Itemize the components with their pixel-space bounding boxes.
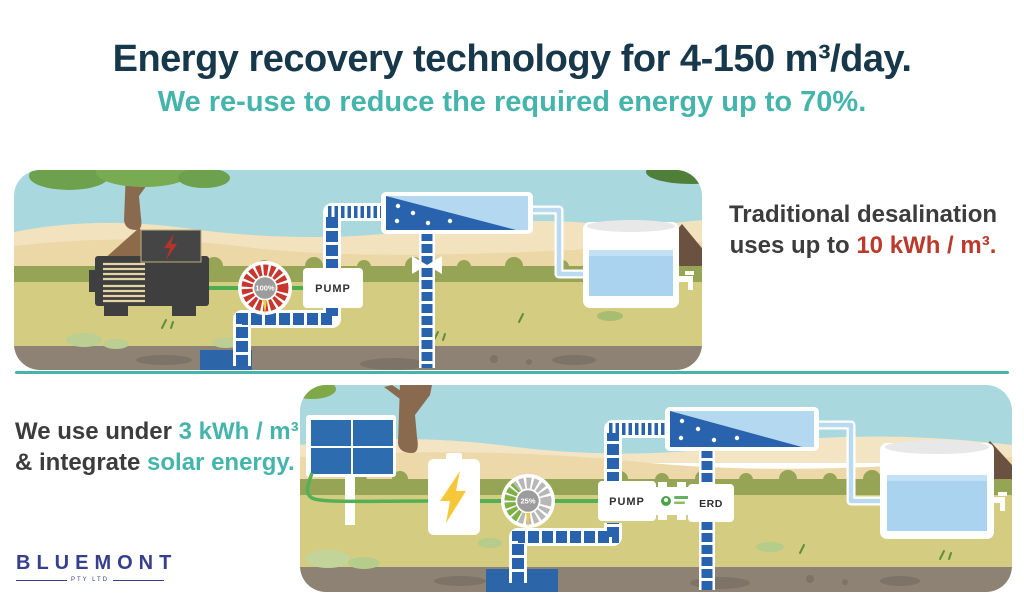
solar-wire <box>305 472 429 504</box>
power-gauge: 25% <box>501 474 555 528</box>
soil <box>300 567 1012 592</box>
page-title: Energy recovery technology for 4-150 m³/… <box>112 38 912 80</box>
generator <box>89 229 209 316</box>
solar-caption-line2: & integrate solar energy. <box>15 447 300 478</box>
caption-prefix: We use under <box>15 418 179 445</box>
rule-line <box>113 579 164 581</box>
traditional-caption-line2: uses up to 10 kWh / m³. <box>712 231 1014 262</box>
elemental-water-makers-logo <box>661 496 690 506</box>
bluemont-wordmark: BLUEMONT <box>16 552 178 574</box>
solar-caption-line1: We use under 3 kWh / m³ <box>15 416 300 447</box>
pump-box: PUMP <box>303 268 363 308</box>
gauge-needle <box>526 513 530 528</box>
traditional-caption-line1: Traditional desalination <box>728 201 998 228</box>
gauge-needle <box>263 300 267 315</box>
pump-label: PUMP <box>315 283 351 295</box>
faucet-icon <box>677 271 694 290</box>
lightning-icon <box>440 471 466 523</box>
valve-icon <box>412 256 442 274</box>
rule-line <box>16 579 67 581</box>
storage-tank <box>583 220 679 308</box>
tree <box>29 170 230 230</box>
traditional-caption: Traditional desalination uses up to 10 k… <box>712 200 1014 261</box>
foliage-right <box>646 170 702 184</box>
traditional-scene-panel: 100% PUMP <box>14 170 702 370</box>
gauge-value: 100% <box>255 284 275 293</box>
product-pipe <box>819 420 882 506</box>
traditional-scene: 100% PUMP <box>14 170 702 370</box>
pump-label: PUMP <box>609 496 645 508</box>
solar-scene-panel: 25% PUMP ERD <box>300 385 1012 592</box>
membrane-vessel <box>381 192 533 234</box>
storage-tank <box>880 440 994 539</box>
erd-box: ERD <box>688 484 734 522</box>
battery <box>428 453 480 535</box>
section-divider <box>15 371 1009 374</box>
page-subtitle: We re-use to reduce the required energy … <box>157 86 867 118</box>
power-gauge: 100% <box>238 261 292 315</box>
bushes <box>306 538 784 569</box>
product-pipe <box>533 205 585 279</box>
solar-scene: 25% PUMP ERD <box>300 385 1012 592</box>
feed-pipe <box>323 203 386 270</box>
bluemont-suffix: PTY LTD <box>70 577 110 583</box>
gauge-value: 25% <box>520 497 535 506</box>
caption-prefix: & integrate <box>15 449 148 477</box>
solar-caption: We use under 3 kWh / m³ & integrate sola… <box>15 416 300 478</box>
membrane-vessel <box>665 407 819 451</box>
energy-value-solar: 3 kWh / m³ <box>178 418 299 445</box>
pump-box: PUMP <box>598 481 656 521</box>
bluemont-rule: PTY LTD <box>16 577 164 583</box>
soil <box>14 346 702 370</box>
bluemont-logo: BLUEMONT PTY LTD <box>16 552 178 583</box>
energy-value-traditional: 10 kWh / m³. <box>856 231 997 259</box>
intake-pipe <box>509 523 622 583</box>
intake-pipe <box>233 306 341 366</box>
feed-pipe <box>604 420 669 483</box>
solar-energy-text: solar energy. <box>147 449 295 477</box>
caption-prefix: uses up to <box>729 231 857 259</box>
faucet-icon <box>990 492 1007 511</box>
lightning-icon <box>164 234 177 260</box>
erd-label: ERD <box>699 498 723 510</box>
solar-panel <box>306 415 396 525</box>
